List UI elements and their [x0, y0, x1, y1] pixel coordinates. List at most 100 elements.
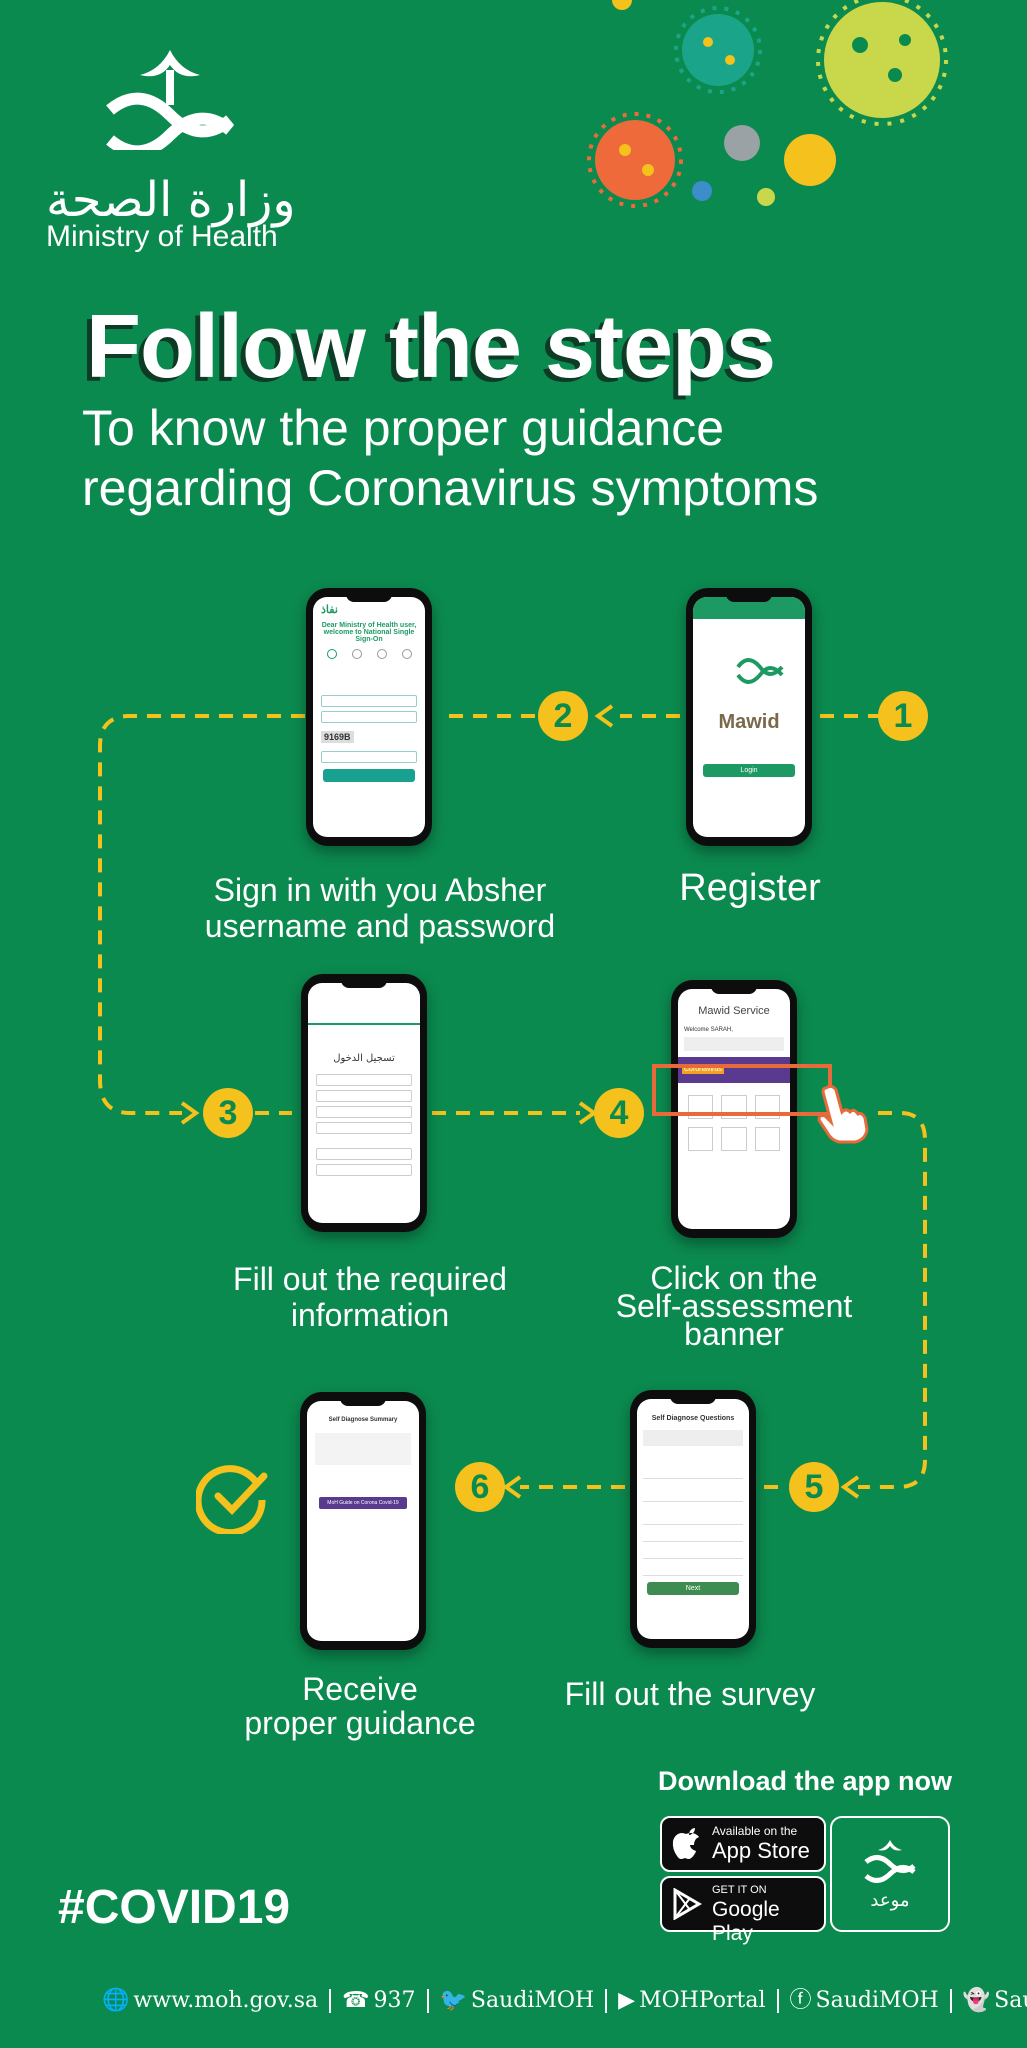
google-play-big-text: Google Play	[712, 1898, 780, 1945]
service-tile[interactable]	[688, 1095, 714, 1119]
mawid-app-icon[interactable]: موعد	[830, 1816, 950, 1932]
website-link[interactable]: www.moh.gov.sa	[133, 1988, 319, 2013]
service-header: Mawid Service	[698, 1005, 770, 1017]
survey-question	[643, 1546, 743, 1559]
app-store-button[interactable]: Available on the App Store	[660, 1816, 826, 1872]
phone-screen: Self Diagnose Questions Next	[637, 1399, 749, 1639]
hand-pointer-icon	[817, 1084, 869, 1144]
step-badge-2: 2	[538, 691, 588, 741]
step-label-4-line-1: Click on the	[650, 1260, 818, 1296]
survey-header: Self Diagnose Questions	[651, 1415, 735, 1422]
virus-icon	[674, 6, 762, 94]
self-assessment-banner[interactable]: Coronavirus	[678, 1057, 790, 1083]
youtube-handle[interactable]: MOHPortal	[639, 1988, 766, 2013]
sign-in-button[interactable]	[323, 769, 415, 782]
virus-icon	[587, 112, 683, 208]
phone-screen: Mawid Service Welcome SARAH, Coronavirus	[678, 989, 790, 1229]
password-field[interactable]	[321, 711, 417, 723]
step-label-3-line-1: Fill out the required	[233, 1261, 507, 1297]
step-label-6-line-2: proper guidance	[244, 1705, 476, 1741]
virus-decoration	[587, 0, 948, 208]
phone-step-4: Mawid Service Welcome SARAH, Coronavirus	[671, 980, 797, 1238]
youtube-icon: ▶	[618, 1988, 636, 2013]
form-field[interactable]	[316, 1074, 412, 1086]
moh-logo: وزارة الصحة Ministry of Health	[40, 40, 300, 260]
phone-screen: نفاذ Dear Ministry of Health user, welco…	[313, 597, 425, 837]
moh-emblem-icon	[736, 658, 784, 684]
subtitle-line-1: To know the proper guidance	[82, 400, 725, 456]
phone-icon: ☎	[342, 1988, 370, 2013]
survey-question	[643, 1483, 743, 1502]
service-tile[interactable]	[721, 1095, 747, 1119]
phone-number[interactable]: 937	[373, 1988, 416, 2013]
google-play-small-text: GET IT ON	[712, 1884, 767, 1896]
virus-icon	[816, 0, 948, 126]
app-store-small-text: Available on the	[712, 1824, 798, 1838]
twitter-icon: 🐦	[439, 1988, 467, 2013]
step-label-6-line-1: Receive	[302, 1671, 418, 1707]
phone-screen: Self Diagnose Summary MoH Guide on Coron…	[307, 1401, 419, 1641]
globe-icon: 🌐	[102, 1988, 130, 2013]
checkmark-icon	[196, 1465, 268, 1534]
phone-step-5: Self Diagnose Questions Next	[630, 1390, 756, 1648]
welcome-text: Dear Ministry of Health user, welcome to…	[321, 622, 417, 643]
moh-header	[308, 983, 420, 1025]
step-badge-5: 5	[789, 1462, 839, 1512]
form-field[interactable]	[316, 1106, 412, 1118]
virus-icon	[612, 0, 836, 206]
step-label-6: Receive proper guidance	[210, 1672, 510, 1740]
next-button[interactable]: Next	[647, 1582, 739, 1595]
google-play-button[interactable]: GET IT ON Google Play	[660, 1876, 826, 1945]
footer-contacts: 🌐www.moh.gov.sa ☎937 🐦SaudiMOH ▶MOHPorta…	[100, 1982, 1027, 2014]
apple-icon	[672, 1828, 699, 1859]
form-field[interactable]	[316, 1122, 412, 1134]
phone-step-6: Self Diagnose Summary MoH Guide on Coron…	[300, 1392, 426, 1650]
snapchat-handle[interactable]: Saudi_Moh	[994, 1988, 1027, 2013]
step-label-1-line-1: Register	[679, 867, 821, 909]
login-button[interactable]: Login	[703, 764, 795, 777]
form-field[interactable]	[316, 1164, 412, 1176]
step-label-3: Fill out the required information	[190, 1261, 550, 1333]
page-title: Follow the steps	[86, 297, 776, 397]
app-name: Mawid	[718, 711, 780, 733]
form-heading: تسجيل الدخول	[333, 1053, 395, 1064]
step-label-2-line-2: username and password	[204, 908, 556, 944]
step-label-4-line-3: banner	[684, 1316, 784, 1352]
service-tile[interactable]	[721, 1127, 747, 1151]
step-badge-1: 1	[878, 691, 928, 741]
play-icon	[673, 1888, 702, 1920]
welcome-text: Welcome SARAH,	[684, 1027, 733, 1033]
hashtag: #COVID19	[58, 1881, 291, 1934]
facebook-handle[interactable]: SaudiMOH	[815, 1988, 939, 2013]
step-badge-4: 4	[594, 1088, 644, 1138]
nafath-brand: نفاذ	[321, 604, 338, 616]
captcha-image: 9169B	[321, 731, 354, 743]
step-badge-6: 6	[455, 1462, 505, 1512]
banner-label: Coronavirus	[682, 1065, 724, 1074]
username-field[interactable]	[321, 695, 417, 707]
service-tile[interactable]	[754, 1127, 780, 1151]
moh-emblem-icon	[864, 1840, 916, 1883]
twitter-handle[interactable]: SaudiMOH	[470, 1988, 595, 2013]
captcha-field[interactable]	[321, 751, 417, 763]
service-tile[interactable]	[754, 1095, 780, 1119]
service-grid	[678, 1089, 790, 1157]
step-label-4: Click on the Self-assessment banner	[584, 1260, 884, 1352]
summary-header: Self Diagnose Summary	[328, 1417, 398, 1423]
phone-step-2: نفاذ Dear Ministry of Health user, welco…	[306, 588, 432, 846]
phone-screen: Mawid Login	[693, 597, 805, 837]
form-field[interactable]	[316, 1090, 412, 1102]
survey-question	[643, 1506, 743, 1525]
subtitle-line-2: regarding Coronavirus symptoms	[82, 460, 819, 516]
page-subtitle: To know the proper guidance regarding Co…	[82, 398, 982, 518]
survey-question	[643, 1529, 743, 1542]
app-store-big-text: App Store	[712, 1838, 810, 1863]
snapchat-icon: 👻	[962, 1988, 991, 2013]
phone-screen: تسجيل الدخول	[308, 983, 420, 1223]
step-label-2-line-1: Sign in with you Absher	[213, 872, 547, 908]
service-tile[interactable]	[688, 1127, 714, 1151]
form-field[interactable]	[316, 1148, 412, 1160]
survey-question	[643, 1454, 743, 1479]
moh-guide-button[interactable]: MoH Guide on Corona Covid-19	[319, 1497, 407, 1509]
